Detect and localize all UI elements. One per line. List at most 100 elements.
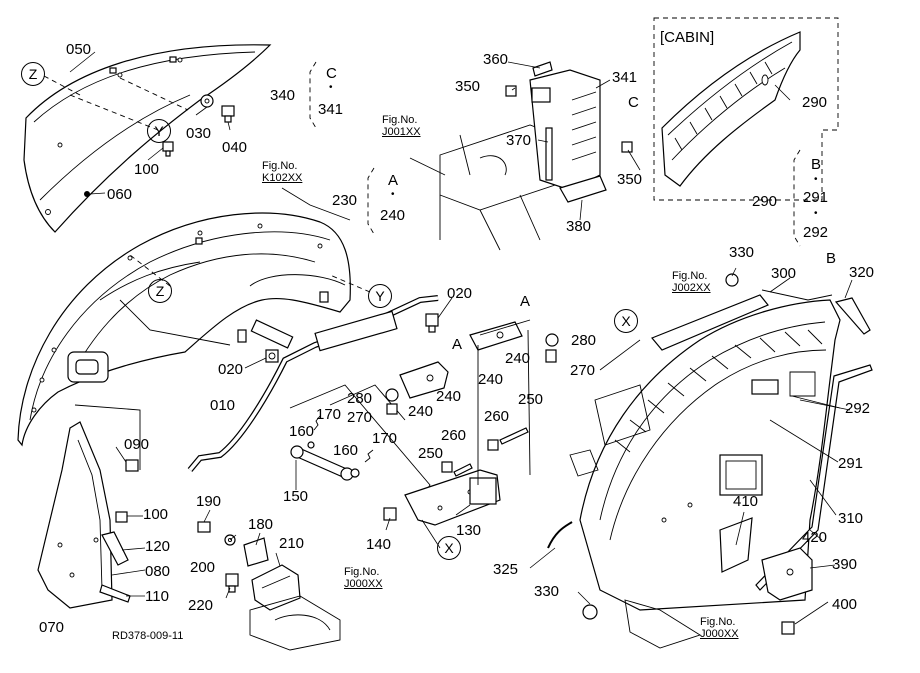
part-280-a: 280: [347, 390, 373, 407]
bolt-040: [221, 105, 235, 123]
part-100-low: 100: [143, 506, 169, 523]
handrail-bar-010: [187, 295, 439, 472]
part-040: 040: [222, 139, 248, 156]
part-350-a: 350: [455, 78, 481, 95]
part-130: 130: [456, 522, 482, 539]
group-a-num: 230: [332, 192, 358, 209]
part-030: 030: [186, 125, 212, 142]
group-bracket-a: [367, 167, 375, 235]
part-380: 380: [566, 218, 592, 235]
part-010: 010: [210, 397, 236, 414]
part-240-c: 240: [478, 371, 504, 388]
leader-z-top: [43, 75, 81, 96]
fender-cover-050: [23, 44, 272, 233]
part-320: 320: [849, 264, 875, 281]
bolt-400: [781, 621, 795, 635]
bolt-190: [197, 521, 211, 533]
leader-090: [74, 404, 141, 470]
part-090: 090: [124, 436, 150, 453]
group-b-dot2: •: [814, 208, 818, 219]
marker-a-1: A: [520, 293, 531, 310]
callout-x-right: X: [614, 309, 638, 333]
bolt-220: [225, 573, 239, 593]
callout-y-mid: Y: [368, 284, 392, 308]
clip-060: [84, 191, 90, 197]
part-270-b: 270: [570, 362, 596, 379]
part-330-a: 330: [729, 244, 755, 261]
group-a-item: 240: [380, 207, 406, 224]
group-bracket-c: [309, 61, 317, 129]
lower-plate-070: [37, 421, 113, 609]
part-120: 120: [145, 538, 171, 555]
marker-b: B: [826, 250, 837, 267]
bolt-330b: [582, 604, 598, 620]
part-140: 140: [366, 536, 392, 553]
bracket-390: [761, 547, 813, 601]
part-180: 180: [248, 516, 274, 533]
group-b-item2: 292: [803, 224, 829, 241]
seal-320: [834, 297, 871, 335]
part-290-a: 290: [802, 94, 828, 111]
part-330-b: 330: [534, 583, 560, 600]
part-400: 400: [832, 596, 858, 613]
part-220: 220: [188, 597, 214, 614]
shaft-150: [290, 445, 354, 481]
part-341: 341: [612, 69, 638, 86]
bracket-180: [243, 537, 269, 567]
bolt-100-top: [162, 141, 174, 157]
main-fender: [17, 212, 351, 447]
trim-300: [761, 289, 833, 301]
part-200: 200: [190, 559, 216, 576]
strip-120: [101, 531, 129, 566]
bolt-350a: [505, 85, 517, 97]
hinge-240: [399, 321, 523, 399]
part-210: 210: [279, 535, 305, 552]
part-300: 300: [771, 265, 797, 282]
plate-380: [559, 175, 607, 203]
bolt-020-left: [265, 349, 279, 363]
leader-y-mid: [329, 274, 371, 293]
part-160-b: 160: [333, 442, 359, 459]
part-160-a: 160: [289, 423, 315, 440]
floor-area-j000-right: [624, 599, 702, 649]
spring-170: [313, 415, 374, 463]
callout-x-left: X: [437, 536, 461, 560]
part-410: 410: [733, 493, 759, 510]
leader-lines: [69, 51, 853, 625]
callout-y-top: Y: [147, 119, 171, 143]
panel-290: [661, 31, 801, 187]
part-280-b: 280: [571, 332, 597, 349]
part-250-b: 250: [418, 445, 444, 462]
part-291: 291: [838, 455, 864, 472]
part-080: 080: [145, 563, 171, 580]
part-325: 325: [493, 561, 519, 578]
frame-lines-right: [477, 319, 531, 485]
callout-z-mid: Z: [148, 279, 172, 303]
part-240-d: 240: [505, 350, 531, 367]
bracket-130: [404, 469, 501, 526]
bolt-350b: [621, 141, 633, 153]
marker-a-2: A: [452, 336, 463, 353]
pin-160a: [307, 441, 315, 449]
bracket-j002: [569, 294, 769, 477]
rod-370: [545, 127, 553, 181]
group-b-item1: 291: [803, 189, 829, 206]
washer-280b: [545, 333, 559, 347]
part-100-top: 100: [134, 161, 160, 178]
part-050: 050: [66, 41, 92, 58]
part-240-a: 240: [408, 403, 434, 420]
group-a-letter: A: [388, 172, 399, 189]
group-c-dot: •: [329, 82, 333, 93]
part-260-b: 260: [441, 427, 467, 444]
bolt-100-low: [115, 511, 128, 523]
figref-j001: Fig.No.J001XX: [382, 114, 421, 138]
callout-z-top: Z: [21, 62, 45, 86]
part-310: 310: [838, 510, 864, 527]
washer-280a: [385, 388, 399, 402]
part-250-a: 250: [518, 391, 544, 408]
part-420: 420: [802, 529, 828, 546]
drawing-ref-code: RD378-009-11: [112, 630, 184, 642]
washer-030: [200, 94, 214, 108]
figref-j000-right: Fig.No.J000XX: [700, 616, 739, 640]
